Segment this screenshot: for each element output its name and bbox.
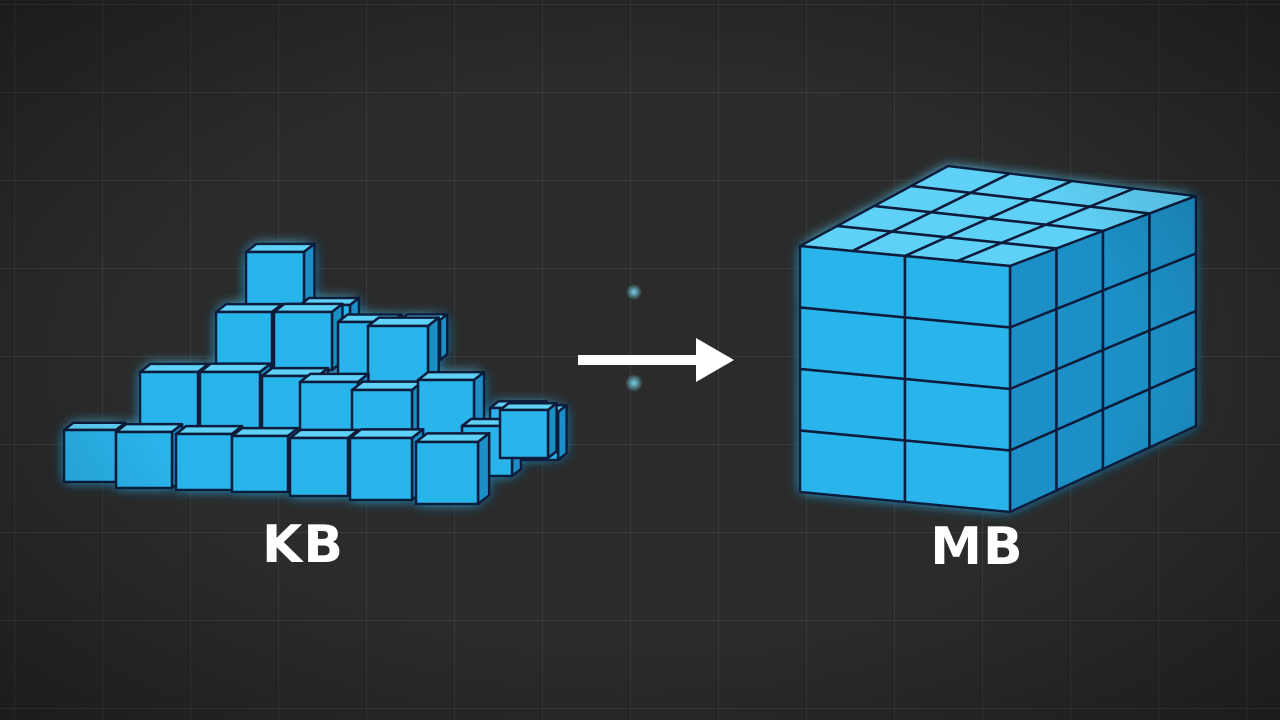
small-cube [198, 362, 273, 434]
cube-front-face [114, 430, 174, 490]
cube-front-face [498, 408, 550, 460]
small-cube [214, 302, 284, 370]
cube-front-face [272, 310, 334, 372]
right-arrow-icon [578, 338, 734, 382]
cube-side-face [476, 432, 491, 506]
mb-front-cell [903, 377, 1012, 452]
cube-front-face [214, 310, 274, 370]
cube-front-face [230, 434, 290, 494]
mb-front-cell [798, 244, 907, 319]
cube-side-face [546, 402, 558, 460]
small-cube [272, 302, 344, 372]
sparkle-dot [626, 284, 642, 300]
small-cube [498, 402, 558, 460]
small-cube [348, 428, 425, 502]
small-cube [244, 242, 316, 312]
small-cube [230, 426, 300, 494]
small-cube [288, 428, 360, 498]
cube-front-face [288, 436, 350, 498]
mb-front-cell [798, 306, 907, 381]
mb-front-cell [903, 316, 1012, 391]
cube-front-face [138, 370, 200, 432]
cube-front-face [366, 324, 430, 388]
small-cube [114, 422, 184, 490]
cube-side-face [556, 404, 568, 462]
sparkle-dot [625, 374, 643, 392]
cube-front-face [198, 370, 262, 434]
mb-front-cell [798, 367, 907, 442]
cube-front-face [62, 428, 118, 484]
mb-front-cell [798, 429, 907, 504]
small-cube [138, 362, 210, 432]
kb-small-cubes [62, 242, 568, 506]
cube-front-face [414, 440, 480, 506]
mb-large-cube [798, 164, 1198, 514]
cube-front-face [174, 432, 234, 492]
small-cube [414, 432, 491, 506]
mb-side-cell [1148, 367, 1198, 449]
mb-front-cell [903, 254, 1012, 329]
kb-label: KB [262, 515, 344, 575]
mb-label: MB [930, 517, 1024, 577]
cube-front-face [244, 250, 306, 312]
cube-front-face [348, 436, 414, 502]
mb-front-cell [903, 439, 1012, 514]
